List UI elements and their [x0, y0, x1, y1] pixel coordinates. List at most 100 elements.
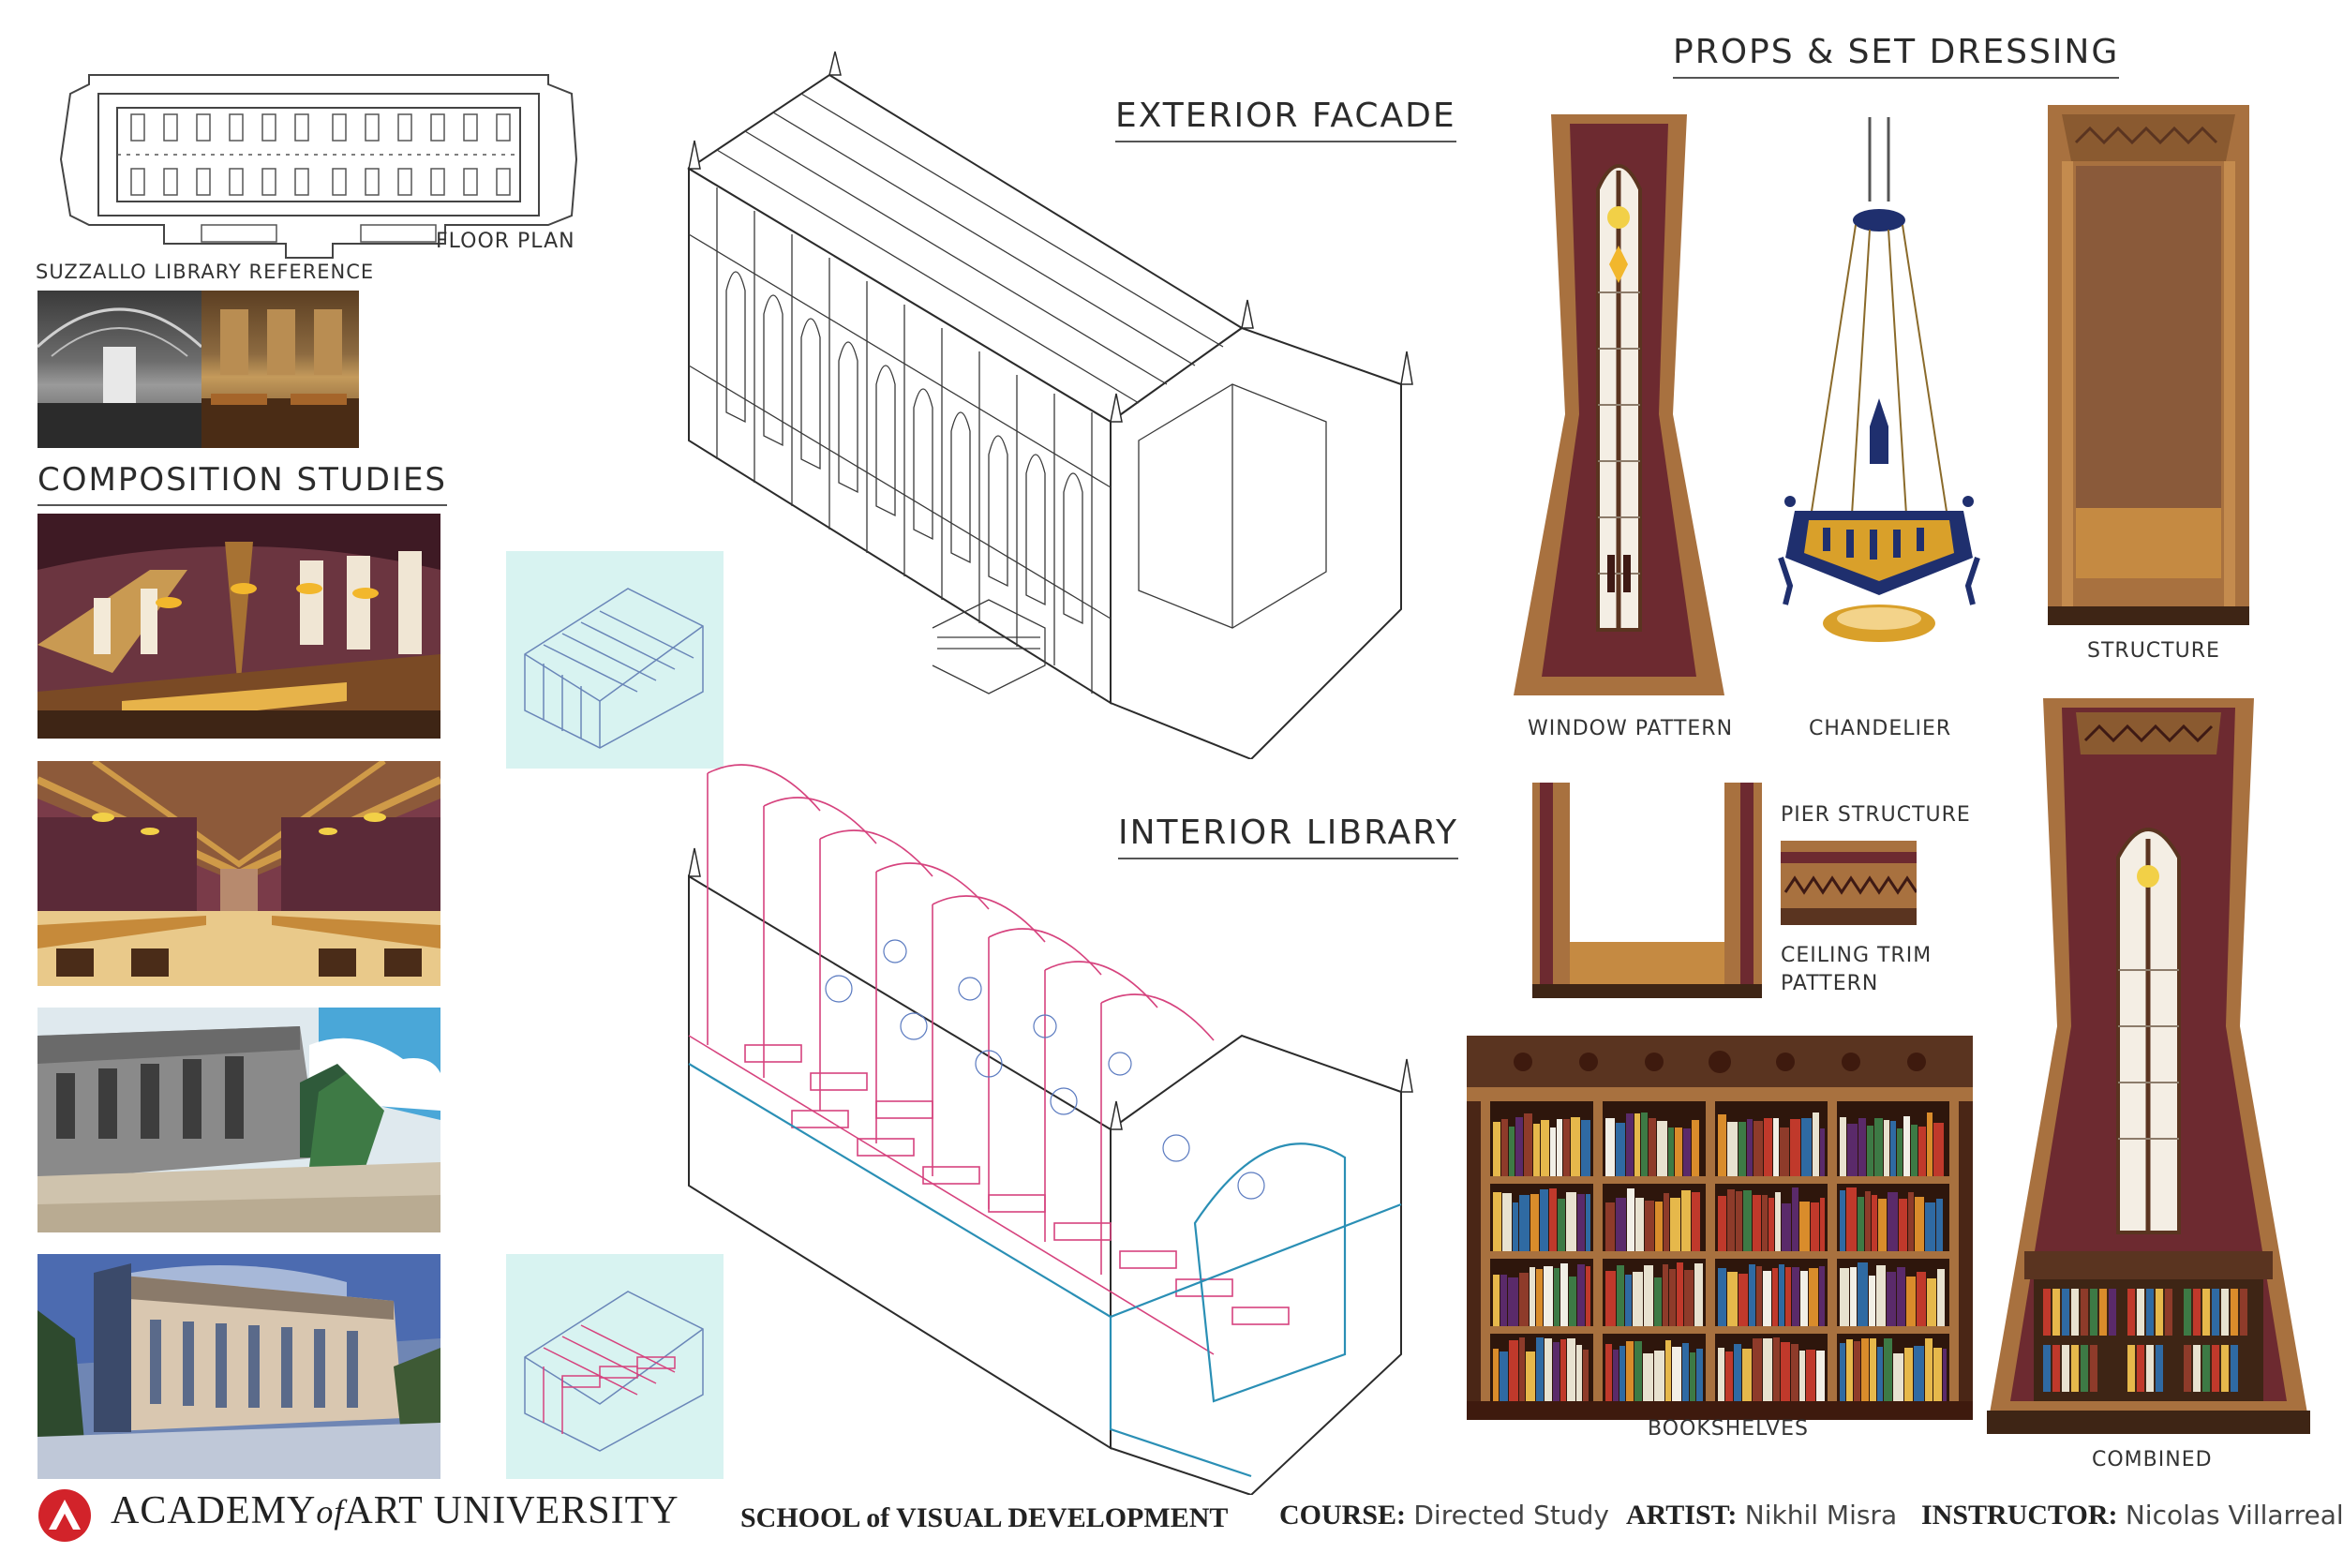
- book-spine: [1641, 1113, 1648, 1176]
- ceiling-trim-label-line2: PATTERN: [1781, 972, 1879, 995]
- book-spine: [1605, 1118, 1615, 1176]
- book-spine: [1583, 1350, 1589, 1401]
- book-spine: [1749, 1264, 1755, 1326]
- book-spine: [1605, 1271, 1616, 1326]
- book-spine: [1554, 1268, 1560, 1326]
- book-spine: [1569, 1277, 1576, 1326]
- book-spine: [1792, 1267, 1799, 1326]
- book-spine: [1800, 1271, 1808, 1326]
- book-spine: [1877, 1347, 1883, 1401]
- book-spine: [1684, 1270, 1694, 1326]
- combined-art: [1987, 698, 2310, 1434]
- academy-of: of: [316, 1493, 345, 1531]
- book-spine: [1915, 1197, 1924, 1251]
- book-spine: [1867, 1126, 1873, 1176]
- book-spine: [1690, 1352, 1695, 1401]
- book-spine: [1762, 1195, 1768, 1251]
- book-spine: [1887, 1272, 1896, 1326]
- book-spine: [1681, 1190, 1691, 1251]
- book-spine: [1718, 1196, 1726, 1251]
- book-spine: [1657, 1121, 1667, 1176]
- book-spine: [1696, 1349, 1703, 1401]
- book-spine: [1725, 1351, 1733, 1401]
- book-spine: [1925, 1202, 1935, 1251]
- book-spine: [1773, 1337, 1780, 1401]
- book-spine: [1893, 1353, 1903, 1401]
- book-spine: [1739, 1122, 1746, 1176]
- book-spine: [1897, 1267, 1905, 1326]
- book-spine: [1858, 1118, 1866, 1176]
- book-spine: [1663, 1264, 1668, 1326]
- book-spine: [1763, 1338, 1772, 1401]
- book-spine: [1878, 1199, 1887, 1251]
- book-spine: [1858, 1197, 1864, 1251]
- artist-label: ARTIST:: [1626, 1500, 1738, 1531]
- book-spine: [1567, 1338, 1575, 1401]
- book-spine: [1694, 1263, 1703, 1326]
- book-spine: [1861, 1338, 1869, 1401]
- book-spine: [1500, 1351, 1508, 1401]
- book-spine: [1870, 1338, 1876, 1401]
- structure-label: STRUCTURE: [2087, 639, 2220, 663]
- book-spine: [1553, 1342, 1560, 1401]
- book-spine: [1566, 1192, 1576, 1251]
- book-spine: [1571, 1117, 1580, 1176]
- book-spine: [1884, 1120, 1889, 1176]
- book-spine: [1819, 1266, 1825, 1326]
- book-spine: [1626, 1341, 1634, 1401]
- book-spine: [1577, 1194, 1585, 1251]
- book-spine: [1509, 1127, 1515, 1176]
- composition-study-2: [37, 761, 440, 986]
- exterior-facade-drawing: [687, 51, 1413, 759]
- book-spine: [1903, 1116, 1910, 1176]
- book-spine: [1550, 1127, 1556, 1176]
- book-spine: [1785, 1267, 1791, 1326]
- book-spine: [1635, 1198, 1644, 1251]
- book-spine: [1791, 1344, 1798, 1401]
- book-spine: [1897, 1128, 1903, 1176]
- book-spine: [1692, 1192, 1700, 1251]
- book-spine: [1549, 1188, 1557, 1251]
- ceiling-trim-label-line1: CEILING TRIM: [1781, 944, 1933, 967]
- book-spine: [1768, 1198, 1774, 1251]
- window-pattern-label: WINDOW PATTERN: [1528, 717, 1734, 740]
- chandelier-art: [1778, 117, 1980, 642]
- book-spine: [1727, 1122, 1738, 1176]
- book-spine: [1820, 1128, 1825, 1176]
- book-spine: [1854, 1341, 1860, 1401]
- pier-structure-art: [1532, 783, 1762, 998]
- book-spine: [1858, 1262, 1868, 1326]
- book-spine: [1846, 1187, 1857, 1251]
- book-spine: [1519, 1273, 1529, 1326]
- academy-suffix: ART UNIVERSITY: [344, 1489, 679, 1532]
- book-spine: [1670, 1198, 1680, 1251]
- book-spine: [1644, 1265, 1653, 1326]
- structure-art: [2048, 105, 2249, 625]
- book-spine: [1668, 1127, 1674, 1176]
- book-spine: [1876, 1265, 1886, 1326]
- book-spine: [1775, 1192, 1781, 1251]
- combined-label: COMBINED: [2092, 1448, 2213, 1471]
- book-spine: [1545, 1338, 1552, 1401]
- book-spine: [1508, 1277, 1518, 1326]
- book-spine: [1649, 1118, 1656, 1176]
- reference-photo-color: [201, 291, 359, 448]
- artist-info: ARTIST: Nikhil Misra: [1626, 1500, 1897, 1531]
- book-spine: [1811, 1202, 1819, 1251]
- book-spine: [1682, 1343, 1689, 1401]
- composition-studies-heading: COMPOSITION STUDIES: [37, 461, 448, 506]
- interior-library-drawing: [688, 764, 1413, 1495]
- book-spine: [1672, 1347, 1681, 1401]
- book-spine: [1718, 1348, 1724, 1401]
- book-spine: [1626, 1113, 1634, 1176]
- book-spine: [1563, 1119, 1570, 1176]
- blueprint-thumbnail-exterior: [506, 551, 724, 769]
- book-spine: [1840, 1343, 1845, 1401]
- book-spine: [1743, 1190, 1752, 1251]
- book-spine: [1943, 1349, 1947, 1401]
- book-spine: [1617, 1265, 1624, 1326]
- pier-structure-label: PIER STRUCTURE: [1781, 803, 1971, 827]
- book-spine: [1927, 1113, 1933, 1176]
- book-spine: [1781, 1342, 1790, 1401]
- book-spine: [1536, 1269, 1543, 1326]
